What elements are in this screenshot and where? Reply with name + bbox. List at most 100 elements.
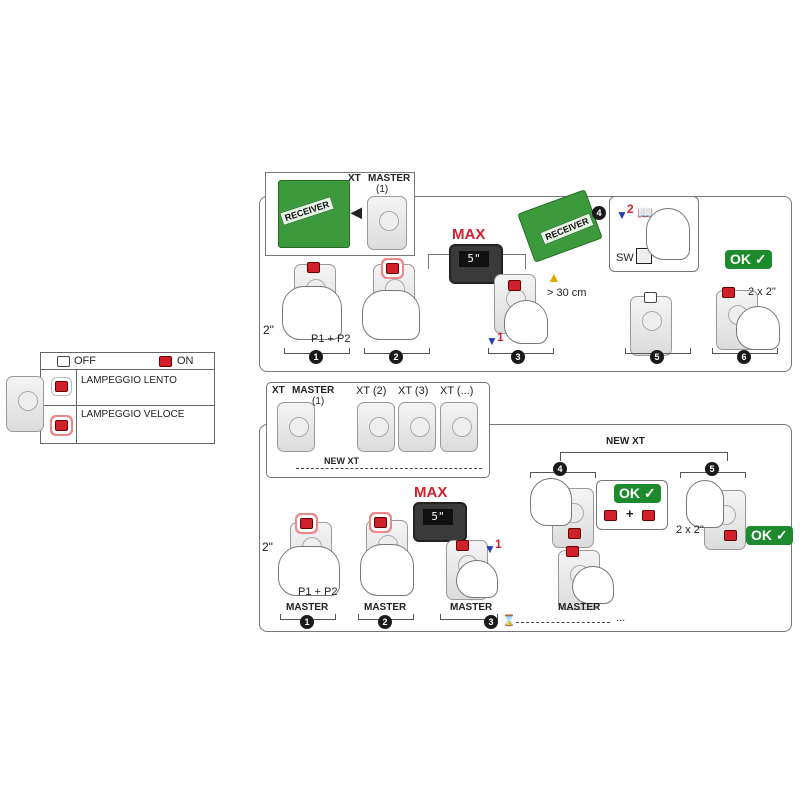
step2-hand-image xyxy=(362,290,420,340)
bottom-step4-label: MASTER xyxy=(558,602,601,613)
legend-off-label: OFF xyxy=(74,355,96,367)
step3-press-icon: ▼ xyxy=(486,334,498,348)
bottom-step5-number: 5 xyxy=(705,462,719,476)
xt2-label: XT (2) xyxy=(356,385,387,397)
bottom-step4-ok-badge: OK ✓ xyxy=(614,484,661,503)
legend: OFF ON LAMPEGGIO LENTO LAMPEGGIO VELOCE xyxy=(40,352,215,444)
header-dashed-line xyxy=(296,468,482,469)
bottom-step4-number: 4 xyxy=(553,462,567,476)
step2-led-icon xyxy=(386,263,399,274)
bottom-step3-timer-image: 5" xyxy=(413,502,467,542)
bottom-master-label: MASTER xyxy=(292,385,335,396)
bottom-step1-duration: 2" xyxy=(262,540,273,554)
xtn-remote-image xyxy=(440,402,478,452)
bottom-xt-label: XT xyxy=(272,385,285,396)
top-master-index: (1) xyxy=(376,184,389,195)
slow-blink-led-icon xyxy=(55,381,68,392)
step6-hand-image xyxy=(736,306,780,350)
bottom-step4-hand-top-image xyxy=(530,478,572,526)
check-icon: ✓ xyxy=(643,485,656,501)
bottom-step4-led-top-icon xyxy=(568,528,581,539)
bottom-step2-hand-image xyxy=(360,544,414,596)
bottom-step3-max-label: MAX xyxy=(414,484,448,501)
bottom-step2-label: MASTER xyxy=(364,602,407,613)
step3-max-label: MAX xyxy=(452,226,486,243)
step4-press-icon: ▼ xyxy=(616,208,628,222)
legend-remote-image xyxy=(6,376,44,432)
bottom-ellipsis: ... xyxy=(616,612,626,624)
step6-led-icon xyxy=(722,287,735,298)
warning-icon: ▲ xyxy=(547,269,561,285)
fast-blink-led-icon xyxy=(55,420,68,431)
ok-box-led-left-icon xyxy=(604,510,617,521)
bottom-master-index: (1) xyxy=(312,396,325,407)
bottom-master-remote-image xyxy=(277,402,315,452)
step4-sw-label: SW xyxy=(616,252,634,264)
step5-number: 5 xyxy=(650,350,664,364)
bottom-step5-ok-label: OK xyxy=(751,527,772,543)
bottom-step3-led-icon xyxy=(456,540,469,551)
xt2-remote-image xyxy=(357,402,395,452)
legend-fast-blink-label: LAMPEGGIO VELOCE xyxy=(81,409,185,420)
off-led-icon xyxy=(57,356,70,367)
step6-repeat: 2 x 2" xyxy=(748,286,776,298)
bottom-step4-hand-bottom-image xyxy=(572,566,614,604)
master-remote-image xyxy=(367,196,407,250)
ok-box-led-right-icon xyxy=(642,510,655,521)
step1-duration: 2" xyxy=(263,323,274,337)
top-xt-label: XT xyxy=(348,173,361,184)
xt3-remote-image xyxy=(398,402,436,452)
bottom-step3-number: 3 xyxy=(484,615,498,629)
bottom-step4-ok-label: OK xyxy=(619,485,640,501)
new-xt-group-bracket xyxy=(560,452,728,461)
top-master-label: MASTER xyxy=(368,173,411,184)
bottom-step5-led-icon xyxy=(724,530,737,541)
bottom-step3-bracket xyxy=(440,614,498,620)
on-led-icon xyxy=(159,356,172,367)
step6-number: 6 xyxy=(737,350,751,364)
check-icon: ✓ xyxy=(775,527,788,543)
bottom-step3-hand-image xyxy=(456,560,498,598)
step3-hand-image xyxy=(504,300,548,344)
xtn-label: XT (...) xyxy=(440,385,474,397)
bottom-step3-timer-value: 5" xyxy=(423,509,453,525)
step3-distance: > 30 cm xyxy=(547,287,587,299)
step3-led-icon xyxy=(508,280,521,291)
bottom-dashed-arrow xyxy=(516,622,610,623)
legend-slow-blink-label: LAMPEGGIO LENTO xyxy=(81,375,177,386)
bottom-step5-ok-badge: OK ✓ xyxy=(746,526,793,545)
bottom-step5-repeat: 2 x 2" xyxy=(676,524,704,536)
step1-buttons: P1 + P2 xyxy=(311,333,351,345)
step1-hand-image xyxy=(282,286,342,340)
bottom-step2-led-icon xyxy=(374,517,387,528)
xt3-label: XT (3) xyxy=(398,385,429,397)
bottom-step3-press-icon: ▼ xyxy=(484,542,496,556)
bottom-step1-number: 1 xyxy=(300,615,314,629)
new-xt-group-label: NEW XT xyxy=(606,436,645,447)
bottom-step3-label: MASTER xyxy=(450,602,493,613)
arrow-left-icon: ◀ xyxy=(351,204,362,220)
sw-button-icon xyxy=(636,248,652,264)
bottom-step1-buttons: P1 + P2 xyxy=(298,586,338,598)
step6-ok-label: OK xyxy=(730,251,751,267)
step3-timer-value: 5" xyxy=(459,251,489,267)
header-new-xt-label: NEW XT xyxy=(324,456,359,466)
check-icon: ✓ xyxy=(754,251,767,267)
bottom-step1-label: MASTER xyxy=(286,602,329,613)
bottom-step1-hand-image xyxy=(278,546,340,596)
bottom-step2-number: 2 xyxy=(378,615,392,629)
hourglass-icon: ⌛ xyxy=(502,615,516,627)
step5-remote-image xyxy=(630,296,672,356)
bottom-step5-hand-image xyxy=(686,480,724,528)
step4-press-index: 2 xyxy=(627,202,634,216)
step3-number: 3 xyxy=(511,350,525,364)
bottom-step1-led-icon xyxy=(300,518,313,529)
step3-press-index: 1 xyxy=(497,330,504,344)
plus-icon: + xyxy=(626,506,634,521)
step1-led-icon xyxy=(307,262,320,273)
bottom-step4-led-bottom-icon xyxy=(566,546,579,557)
step4-number: 4 xyxy=(592,206,606,220)
step5-led-icon xyxy=(644,292,657,303)
step2-number: 2 xyxy=(389,350,403,364)
bottom-step3-press-index: 1 xyxy=(495,537,502,551)
